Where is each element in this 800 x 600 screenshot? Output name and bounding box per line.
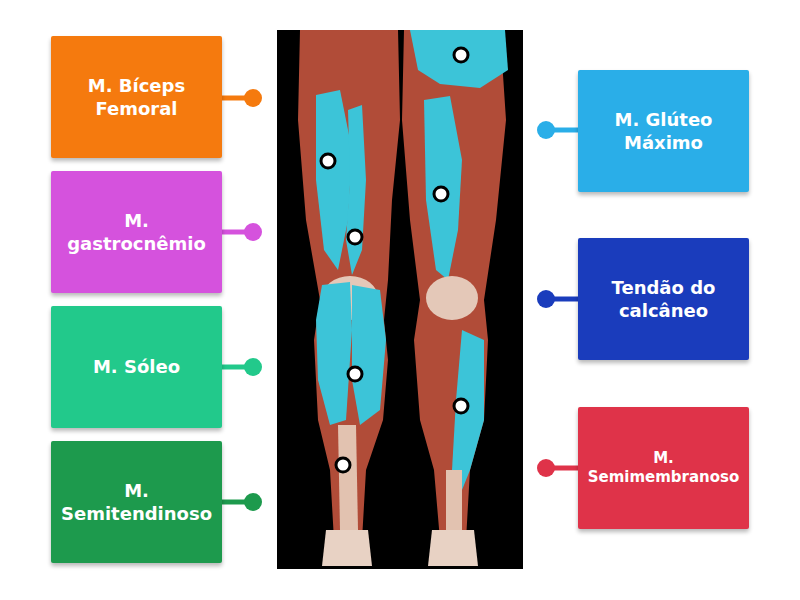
gluteus-muscle [410, 30, 508, 88]
hotspot [348, 230, 362, 244]
right-foot [428, 530, 478, 566]
label-text: M. Bíceps Femoral [61, 74, 212, 121]
label-box: Tendão do calcâneo [578, 238, 749, 360]
hotspot [348, 367, 362, 381]
right-calcaneal-tendon [446, 470, 462, 530]
label-text: M. Sóleo [93, 355, 180, 378]
leader-dot [537, 459, 555, 477]
hotspot-markers [321, 48, 468, 472]
label-text: M. Semitendinoso [61, 479, 212, 526]
label-text: M. gastrocnêmio [61, 209, 212, 256]
label-box: M. Sóleo [51, 306, 222, 428]
gastrocnemius-medial [316, 282, 352, 425]
leader-dot [537, 121, 555, 139]
gastrocnemius-lateral [352, 285, 386, 425]
leader-dot [244, 89, 262, 107]
hotspot [321, 154, 335, 168]
hotspot [454, 48, 468, 62]
label-box: M. Glúteo Máximo [578, 70, 749, 192]
image-background [277, 30, 523, 569]
hotspot [434, 187, 448, 201]
label-box: M. Semimembranoso [578, 407, 749, 529]
label-text: Tendão do calcâneo [588, 276, 739, 323]
hotspot [454, 399, 468, 413]
leader-dot [244, 493, 262, 511]
leader-dot [537, 290, 555, 308]
hotspot [336, 458, 350, 472]
label-text: M. Glúteo Máximo [588, 108, 739, 155]
label-text: M. Semimembranoso [588, 449, 740, 488]
left-leg [298, 30, 400, 562]
biceps-femoris-tendon [346, 105, 366, 275]
leader-dot [244, 223, 262, 241]
leader-stubs [222, 89, 578, 511]
left-calcaneal-tendon [338, 425, 358, 530]
semitendinosus-muscle [424, 96, 462, 280]
label-box: M. Semitendinoso [51, 441, 222, 563]
label-box: M. gastrocnêmio [51, 171, 222, 293]
leader-dot [244, 358, 262, 376]
right-leg [402, 30, 506, 562]
left-foot [322, 530, 372, 566]
right-knee [426, 276, 478, 320]
label-box: M. Bíceps Femoral [51, 36, 222, 158]
